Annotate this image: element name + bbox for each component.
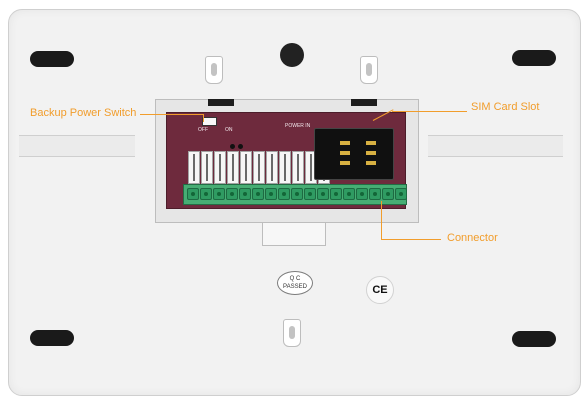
on-label: ON	[225, 127, 233, 133]
hook-top-left	[205, 56, 223, 84]
mount-slot-top-right	[512, 50, 556, 66]
terminal-1[interactable]	[187, 188, 199, 200]
terminal-14[interactable]	[356, 188, 368, 200]
terminal-label-1	[188, 151, 200, 184]
terminal-2[interactable]	[200, 188, 212, 200]
terminal-label-5	[240, 151, 252, 184]
terminal-12[interactable]	[330, 188, 342, 200]
terminal-label-3	[214, 151, 226, 184]
terminal-17[interactable]	[395, 188, 407, 200]
callout-sim-card-slot: SIM Card Slot	[471, 101, 540, 113]
sim-pin-1	[340, 141, 350, 145]
mount-slot-bottom-left	[30, 330, 74, 346]
right-latch-rail	[428, 135, 563, 157]
ce-mark: CE	[366, 276, 394, 304]
terminal-5[interactable]	[239, 188, 251, 200]
callout-connector: Connector	[447, 232, 498, 244]
top-hole	[280, 43, 304, 67]
sim-card-slot[interactable]	[314, 128, 394, 180]
terminal-10[interactable]	[304, 188, 316, 200]
terminal-label-6	[253, 151, 265, 184]
bay-top-right-tab	[351, 99, 377, 106]
power-in-label: POWER IN	[285, 123, 311, 129]
callout-line-backup-h	[140, 114, 203, 115]
callout-line-sim-h	[392, 111, 467, 112]
sim-pin-4	[366, 141, 376, 145]
callout-line-connector-v	[381, 201, 382, 239]
callout-backup-power-switch: Backup Power Switch	[30, 107, 137, 119]
terminal-11[interactable]	[317, 188, 329, 200]
callout-line-connector-h	[381, 239, 441, 240]
sim-pin-3	[340, 161, 350, 165]
terminal-7[interactable]	[265, 188, 277, 200]
terminal-label-4	[227, 151, 239, 184]
terminal-label-9	[292, 151, 304, 184]
terminal-4[interactable]	[226, 188, 238, 200]
terminal-15[interactable]	[369, 188, 381, 200]
sim-pin-2	[340, 151, 350, 155]
terminal-9[interactable]	[291, 188, 303, 200]
terminal-6[interactable]	[252, 188, 264, 200]
off-label: OFF	[198, 127, 208, 133]
qc-passed-badge: Q C PASSED	[277, 271, 313, 295]
backup-power-switch[interactable]	[202, 117, 217, 126]
terminal-label-8	[279, 151, 291, 184]
bay-top-left-tab	[208, 99, 234, 106]
callout-line-backup-v	[203, 114, 204, 122]
terminal-13[interactable]	[343, 188, 355, 200]
qc-label: Q C	[289, 276, 301, 282]
terminal-label-2	[201, 151, 213, 184]
hook-bottom-center	[283, 319, 301, 347]
sim-pin-6	[366, 161, 376, 165]
mount-slot-bottom-right	[512, 331, 556, 347]
terminal-3[interactable]	[213, 188, 225, 200]
hook-top-right	[360, 56, 378, 84]
terminal-8[interactable]	[278, 188, 290, 200]
mount-slot-top-left	[30, 51, 74, 67]
terminal-16[interactable]	[382, 188, 394, 200]
led-2	[238, 144, 243, 149]
sim-pin-5	[366, 151, 376, 155]
passed-label: PASSED	[283, 284, 307, 290]
bay-bottom-tab	[262, 222, 326, 246]
led-1	[230, 144, 235, 149]
terminal-label-7	[266, 151, 278, 184]
left-latch-rail	[19, 135, 135, 157]
